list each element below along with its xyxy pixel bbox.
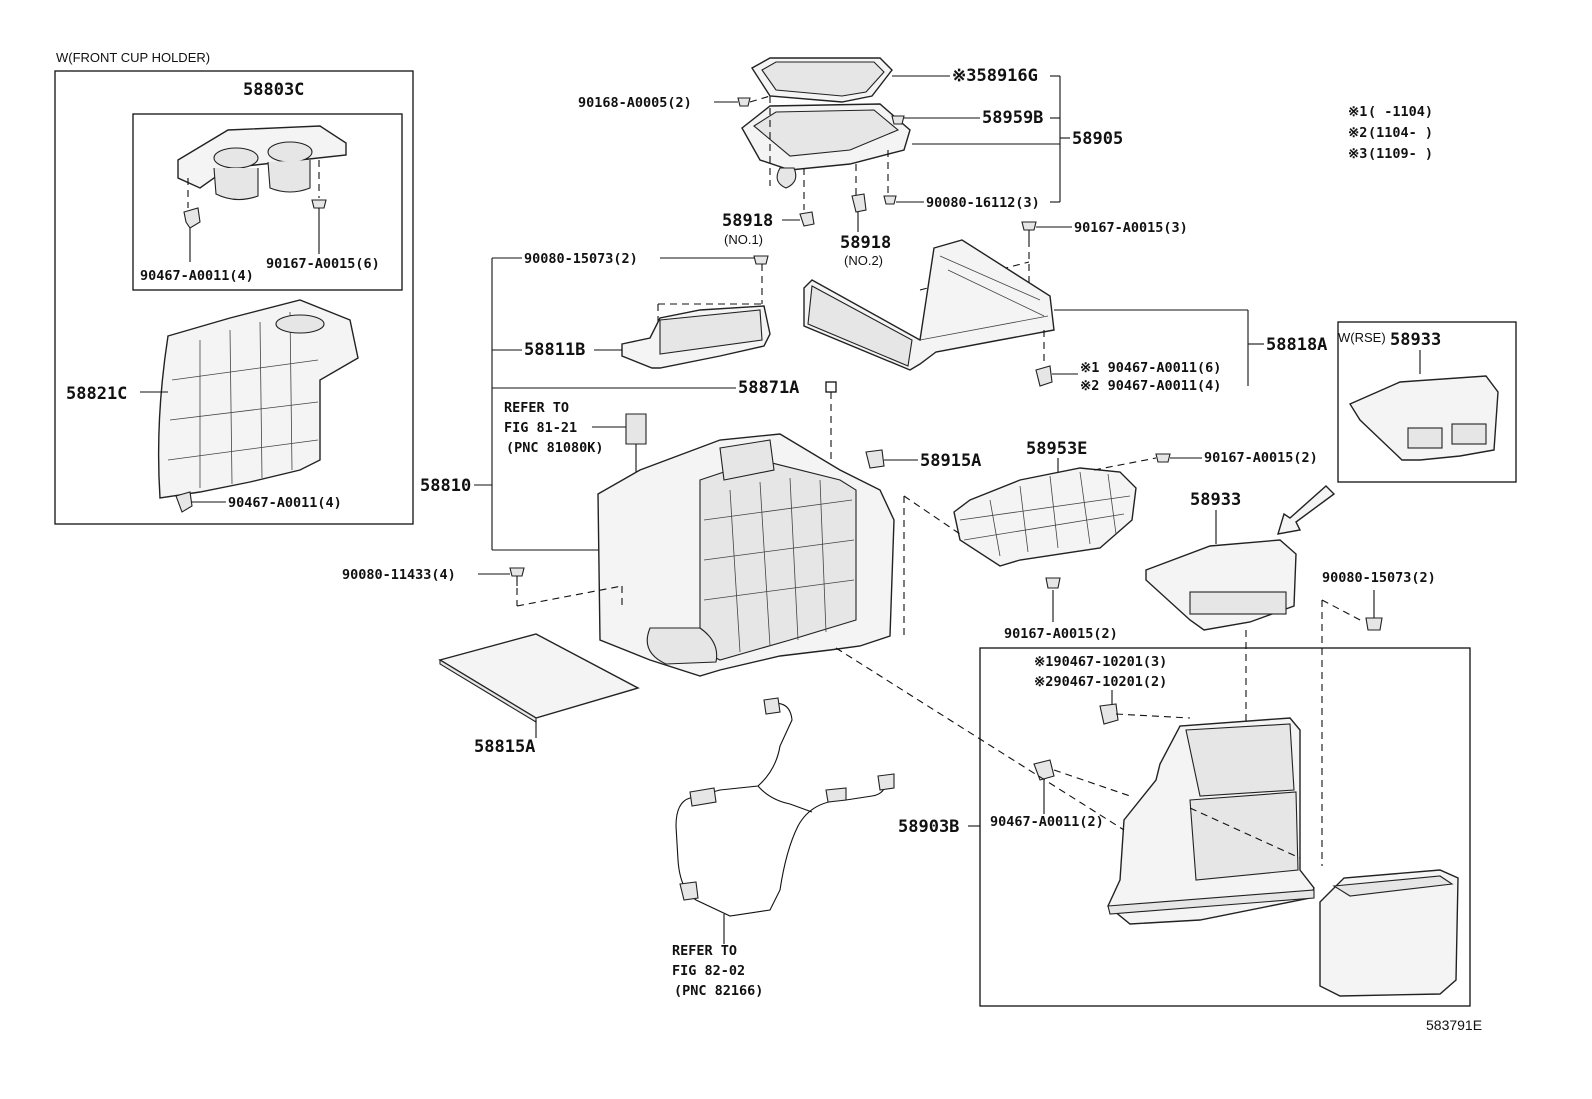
- clip-icon: [1099, 703, 1119, 725]
- rse-group-title: W(RSE): [1338, 330, 1386, 345]
- part-label-58811B[interactable]: 58811B: [524, 340, 585, 360]
- part-label-90168-A0005[interactable]: 90168-A0005(2): [578, 95, 692, 111]
- cover-drawing: [1319, 869, 1459, 997]
- part-sublabel-58918-no1: (NO.1): [724, 232, 763, 247]
- part-label-90467-n2[interactable]: ※2 90467-A0011(4): [1080, 378, 1221, 394]
- pad-58916G-drawing: [751, 57, 893, 103]
- part-label-58915A[interactable]: 58915A: [920, 451, 981, 471]
- screw-icon: [1155, 453, 1171, 463]
- part-label-90080-15073-a[interactable]: 90080-15073(2): [524, 251, 638, 267]
- note-1-mark: ※1: [1348, 104, 1367, 120]
- screw-icon: [1045, 577, 1061, 589]
- screw-icon: [891, 115, 905, 125]
- part-label-90467-10201-n2[interactable]: ※290467-10201(2): [1034, 674, 1167, 690]
- clip-icon: [799, 211, 815, 227]
- cup-holder-58803C-drawing: [177, 125, 347, 201]
- note-2-text: (1104- ): [1368, 125, 1433, 141]
- part-label-58918-no1[interactable]: 58918: [722, 211, 773, 231]
- part-label-58815A[interactable]: 58815A: [474, 737, 535, 757]
- part-label-58803C[interactable]: 58803C: [243, 80, 304, 100]
- tray-58953E-drawing: [953, 467, 1137, 567]
- part-label-90467-A0011-cup[interactable]: 90467-A0011(4): [140, 268, 254, 284]
- screw-icon: [737, 97, 751, 107]
- part-label-58818A[interactable]: 58818A: [1266, 335, 1327, 355]
- part-label-58821C[interactable]: 58821C: [66, 384, 127, 404]
- diagram-id: 583791E: [1426, 1017, 1482, 1033]
- arrow-icon: [1277, 485, 1336, 535]
- part-label-58905[interactable]: 58905: [1072, 129, 1123, 149]
- part-label-90167-A0015-cup[interactable]: 90167-A0015(6): [266, 256, 380, 272]
- part-label-90467-A0011-rear[interactable]: 90467-A0011(2): [990, 814, 1104, 830]
- screw-icon: [311, 199, 327, 220]
- wire-harness-drawing: [675, 697, 895, 917]
- screw-icon: [1021, 221, 1037, 240]
- clip-icon: [183, 207, 201, 229]
- part-label-58903B[interactable]: 58903B: [898, 817, 959, 837]
- rear-assembly-box: [979, 647, 1471, 1007]
- part-label-58959B[interactable]: 58959B: [982, 108, 1043, 128]
- part-label-58918-no2[interactable]: 58918: [840, 233, 891, 253]
- part-label-90467-10201-n1[interactable]: ※190467-10201(3): [1034, 654, 1167, 670]
- cup-holder-subbox: [132, 113, 403, 291]
- panel-58821C-drawing: [157, 299, 359, 499]
- reference-1-line-b[interactable]: FIG 81-21: [504, 420, 577, 436]
- mat-58815A-drawing: [438, 633, 640, 723]
- clip-icon: [1033, 759, 1055, 781]
- front-cup-holder-group-title: W(FRONT CUP HOLDER): [56, 50, 210, 65]
- clip-icon: [865, 449, 885, 469]
- square-marker-icon: [825, 381, 837, 393]
- part-label-90467-n1[interactable]: ※1 90467-A0011(6): [1080, 360, 1221, 376]
- part-label-58953E[interactable]: 58953E: [1026, 439, 1087, 459]
- console-body-58810-drawing: [597, 433, 895, 677]
- panel-58818A-drawing: [803, 239, 1055, 371]
- note-2-mark: ※2: [1348, 125, 1367, 141]
- panel-58933-drawing: [1145, 539, 1297, 631]
- part-label-90080-15073-b[interactable]: 90080-15073(2): [1322, 570, 1436, 586]
- part-label-58810[interactable]: 58810: [420, 476, 471, 496]
- lid-58905-drawing: [741, 103, 911, 189]
- rear-console-58903B-drawing: [1107, 717, 1315, 925]
- screw-icon: [1365, 617, 1383, 631]
- clip-icon: [1035, 365, 1053, 387]
- clip-icon: [851, 193, 867, 213]
- screw-icon: [883, 195, 897, 205]
- note-3-mark: ※3: [1348, 146, 1367, 162]
- panel-58933-rse-drawing: [1348, 375, 1499, 461]
- part-label-90080-11433[interactable]: 90080-11433(4): [342, 567, 456, 583]
- front-cup-holder-box: [54, 70, 414, 525]
- part-label-90080-16112[interactable]: 90080-16112(3): [926, 195, 1040, 211]
- part-label-90467-A0011-lower[interactable]: 90467-A0011(4): [228, 495, 342, 511]
- rse-box: [1337, 321, 1517, 483]
- part-label-58916G[interactable]: ※358916G: [952, 66, 1038, 86]
- part-label-90167-A0015-mid[interactable]: 90167-A0015(2): [1204, 450, 1318, 466]
- reference-1-line-a[interactable]: REFER TO: [504, 400, 569, 416]
- part-sublabel-58918-no2: (NO.2): [844, 253, 883, 268]
- part-label-90167-A0015-top[interactable]: 90167-A0015(3): [1074, 220, 1188, 236]
- note-3-text: (1109- ): [1368, 146, 1433, 162]
- part-label-58933[interactable]: 58933: [1190, 490, 1241, 510]
- reference-2-line-b[interactable]: FIG 82-02: [672, 963, 745, 979]
- part-label-90167-A0015-low[interactable]: 90167-A0015(2): [1004, 626, 1118, 642]
- screw-icon: [753, 255, 769, 265]
- part-label-58933-rse[interactable]: 58933: [1390, 330, 1441, 350]
- box-58811B-drawing: [621, 305, 771, 369]
- screw-icon: [509, 567, 525, 586]
- reference-2-line-a[interactable]: REFER TO: [672, 943, 737, 959]
- note-1-text: ( -1104): [1368, 104, 1433, 120]
- clip-icon: [175, 491, 193, 513]
- reference-2-line-c[interactable]: (PNC 82166): [674, 983, 763, 999]
- part-label-58871A[interactable]: 58871A: [738, 378, 799, 398]
- reference-1-line-c[interactable]: (PNC 81080K): [506, 440, 604, 456]
